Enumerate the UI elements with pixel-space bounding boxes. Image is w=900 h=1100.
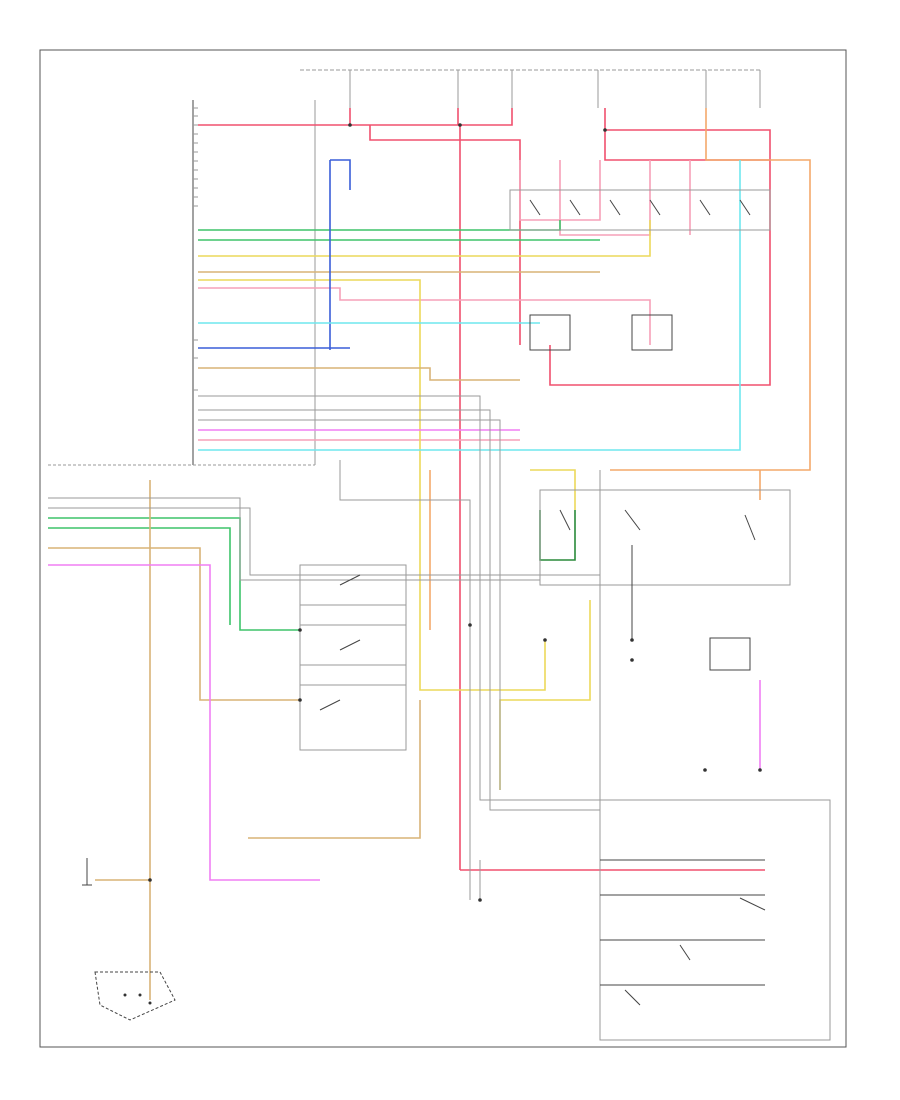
bottom-left-connector	[94, 971, 176, 1021]
orange-wires	[429, 108, 811, 630]
brake-sensor-box	[709, 637, 751, 671]
ground-symbol-icon	[82, 858, 92, 886]
magenta-wires	[48, 429, 761, 881]
cyan-wires	[198, 160, 741, 451]
gray-signal-wires	[48, 395, 601, 1040]
yellow-wires	[48, 220, 651, 1000]
red-power-wires	[198, 108, 771, 871]
blue-wires	[198, 159, 351, 350]
fuel-pump-switches	[539, 489, 791, 640]
output-module	[599, 799, 831, 1041]
transmission-range-switch	[299, 564, 407, 751]
pcm-pin-ticks	[193, 107, 198, 391]
relay-switch	[529, 199, 751, 216]
green-wires	[48, 220, 600, 631]
junction-dots	[148, 123, 762, 902]
sensor-modules	[529, 314, 673, 351]
pink-wires	[198, 160, 691, 441]
diagram-frame	[39, 49, 847, 1048]
relay-block	[509, 189, 771, 231]
top-power-feeds	[300, 69, 761, 108]
